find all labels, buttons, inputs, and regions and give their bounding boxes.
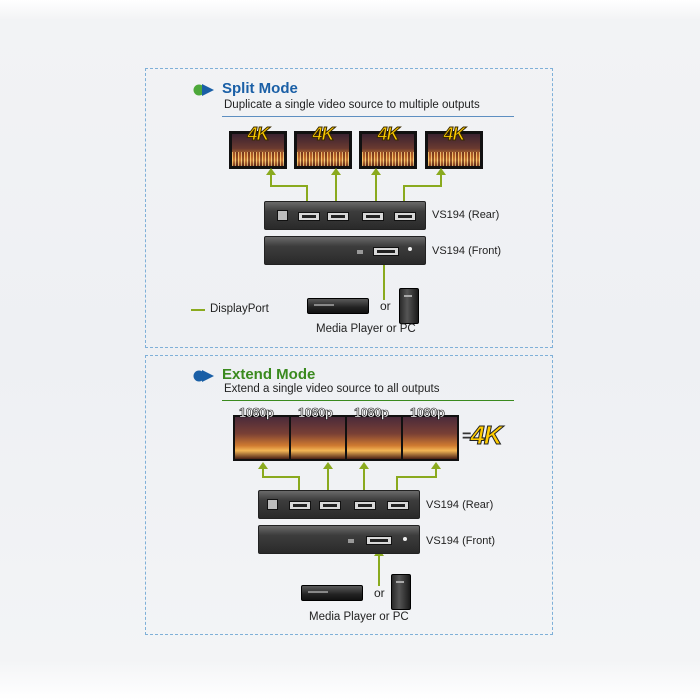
extend-front-switch [348, 539, 354, 543]
split-rear-power-port [277, 210, 288, 221]
split-monitor-1-4k-badge: 4K [247, 124, 270, 144]
split-monitor-3: 4K [359, 125, 417, 169]
extend-vs194-front-device [258, 525, 420, 554]
split-or-text: or [380, 299, 391, 313]
extend-front-led [403, 537, 407, 541]
split-monitor-4-4k-badge: 4K [443, 124, 466, 144]
split-rear-port-2 [327, 212, 349, 221]
extend-front-label: VS194 (Front) [426, 535, 496, 547]
video-wall-resolution-4: 1080p [410, 405, 445, 421]
split-mode-title: Split Mode [222, 80, 298, 97]
extend-vs194-rear-device [258, 490, 420, 519]
equals-sign: = [462, 428, 471, 446]
extend-rear-port-3 [354, 501, 376, 510]
split-mode-rule [222, 116, 514, 117]
extend-source-caption: Media Player or PC [309, 611, 409, 623]
split-mode-panel [145, 68, 553, 348]
split-front-switch [357, 250, 363, 254]
extend-front-input-port [366, 536, 392, 545]
extend-mode-panel [145, 355, 553, 635]
split-mode-subtitle: Duplicate a single video source to multi… [224, 99, 480, 111]
split-front-led [408, 247, 412, 251]
extend-4k-badge: 4K [470, 420, 503, 451]
extend-media-player-icon [301, 585, 363, 601]
split-front-input-port [373, 247, 399, 256]
split-source-caption: Media Player or PC [316, 323, 416, 335]
split-monitor-2: 4K [294, 125, 352, 169]
split-monitor-3-4k-badge: 4K [377, 124, 400, 144]
extend-mode-rule [222, 400, 514, 401]
split-mode-arrow-bullet-icon [193, 84, 214, 96]
extend-rear-power-port [267, 499, 278, 510]
split-rear-label: VS194 (Rear) [432, 209, 500, 221]
video-wall-panel-2 [291, 417, 347, 459]
extend-rear-port-2 [319, 501, 341, 510]
extend-mode-subtitle: Extend a single video source to all outp… [224, 383, 440, 395]
video-wall-panel-1 [235, 417, 291, 459]
displayport-legend-line [191, 309, 205, 311]
split-monitor-2-4k-badge: 4K [312, 124, 335, 144]
extend-mode-title: Extend Mode [222, 366, 316, 383]
video-wall-resolution-2: 1080p [298, 405, 333, 421]
extend-rear-label: VS194 (Rear) [426, 499, 494, 511]
extend-video-wall [233, 415, 459, 461]
video-wall-resolution-1: 1080p [239, 405, 274, 421]
split-monitor-1: 4K [229, 125, 287, 169]
split-monitor-4: 4K [425, 125, 483, 169]
split-rear-port-1 [298, 212, 320, 221]
video-wall-panel-3 [347, 417, 403, 459]
extend-mode-arrow-bullet-icon [193, 370, 214, 382]
split-vs194-rear-device [264, 201, 426, 230]
displayport-legend-label: DisplayPort [210, 303, 269, 315]
split-front-label: VS194 (Front) [432, 245, 502, 257]
split-vs194-front-device [264, 236, 426, 265]
extend-rear-port-input [387, 501, 409, 510]
extend-pc-tower-icon [391, 574, 411, 610]
extend-or-text: or [374, 586, 385, 600]
video-wall-resolution-3: 1080p [354, 405, 389, 421]
split-rear-port-input [394, 212, 416, 221]
split-media-player-icon [307, 298, 369, 314]
split-rear-port-3 [362, 212, 384, 221]
split-pc-tower-icon [399, 288, 419, 324]
video-wall-panel-4 [403, 417, 457, 459]
extend-equals-4k: =4K [462, 420, 503, 451]
extend-rear-port-1 [289, 501, 311, 510]
